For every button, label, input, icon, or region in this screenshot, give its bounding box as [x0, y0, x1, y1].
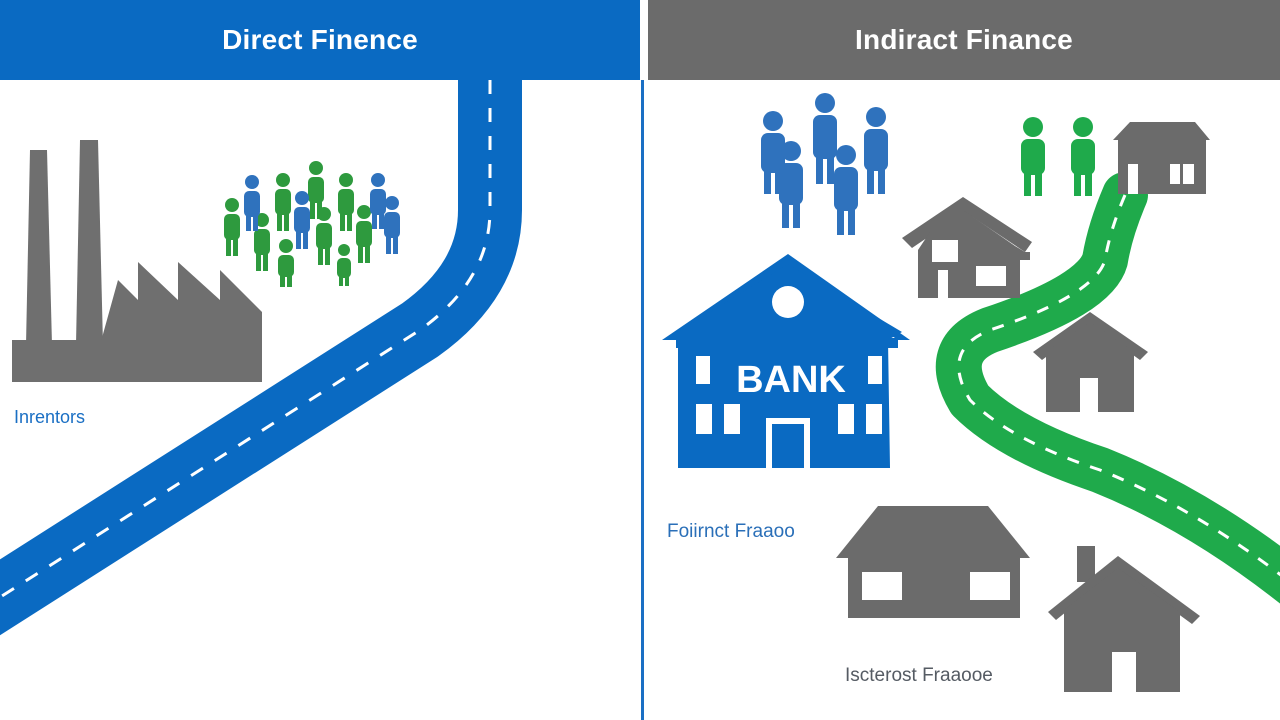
house-icon: [902, 197, 1032, 298]
road-icon: [0, 80, 522, 636]
investors-label: Inrentors: [14, 407, 86, 427]
house-icon: [1033, 312, 1148, 412]
house-icon: [1048, 546, 1200, 692]
indirect-finance-header: Indiract Finance: [648, 0, 1280, 80]
direct-finance-panel: Direct Finence Inrentors: [0, 0, 640, 636]
direct-finance-header: Direct Finence: [0, 0, 640, 80]
people-icon: [1021, 117, 1095, 196]
people-icon: [761, 93, 888, 235]
direct-finance-illustration: [0, 80, 522, 636]
indirect-finance-panel: BANK Indiract Finance Foiirnct Fraaoo Is…: [640, 0, 1280, 720]
indirect-finance-label-bottom: Iscterost Fraaooe: [845, 665, 993, 686]
factory-icon: [12, 140, 262, 382]
bank-sign: BANK: [736, 359, 846, 401]
house-icon: [1113, 122, 1210, 194]
indirect-finance-label-middle: Foiirnct Fraaoo: [667, 521, 795, 542]
indirect-finance-illustration: BANK: [662, 93, 1280, 692]
people-icon: [224, 161, 400, 287]
panel-divider: [641, 80, 644, 720]
road-icon: [935, 172, 1280, 604]
bank-icon: [662, 254, 910, 468]
house-icon: [836, 506, 1030, 618]
